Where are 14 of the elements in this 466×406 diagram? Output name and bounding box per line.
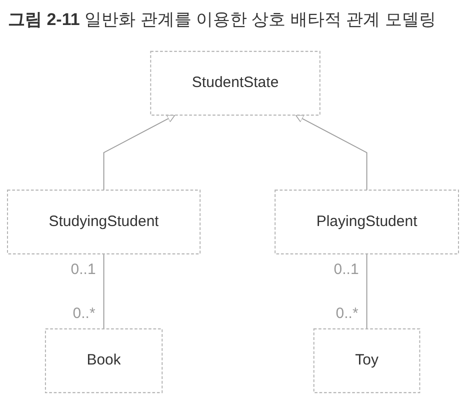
multiplicity-label: 0..1 xyxy=(70,262,96,277)
arrow xyxy=(295,114,368,191)
multiplicity-label: 0..1 xyxy=(334,262,359,277)
multiplicity-label: 0..* xyxy=(336,306,358,321)
node-box: Book xyxy=(44,328,163,394)
node-box: StudentState xyxy=(150,50,320,116)
multiplicity-label: 0..* xyxy=(72,306,96,321)
connector xyxy=(366,253,368,330)
node-box: Toy xyxy=(313,328,420,394)
node-box: StudyingStudent xyxy=(7,190,201,254)
node-box: PlayingStudent xyxy=(274,190,459,254)
connector xyxy=(103,253,104,330)
figure-title: 그림 2-11 일반화 관계를 이용한 상호 배타적 관계 모델링 xyxy=(8,9,436,31)
arrow xyxy=(103,114,176,191)
